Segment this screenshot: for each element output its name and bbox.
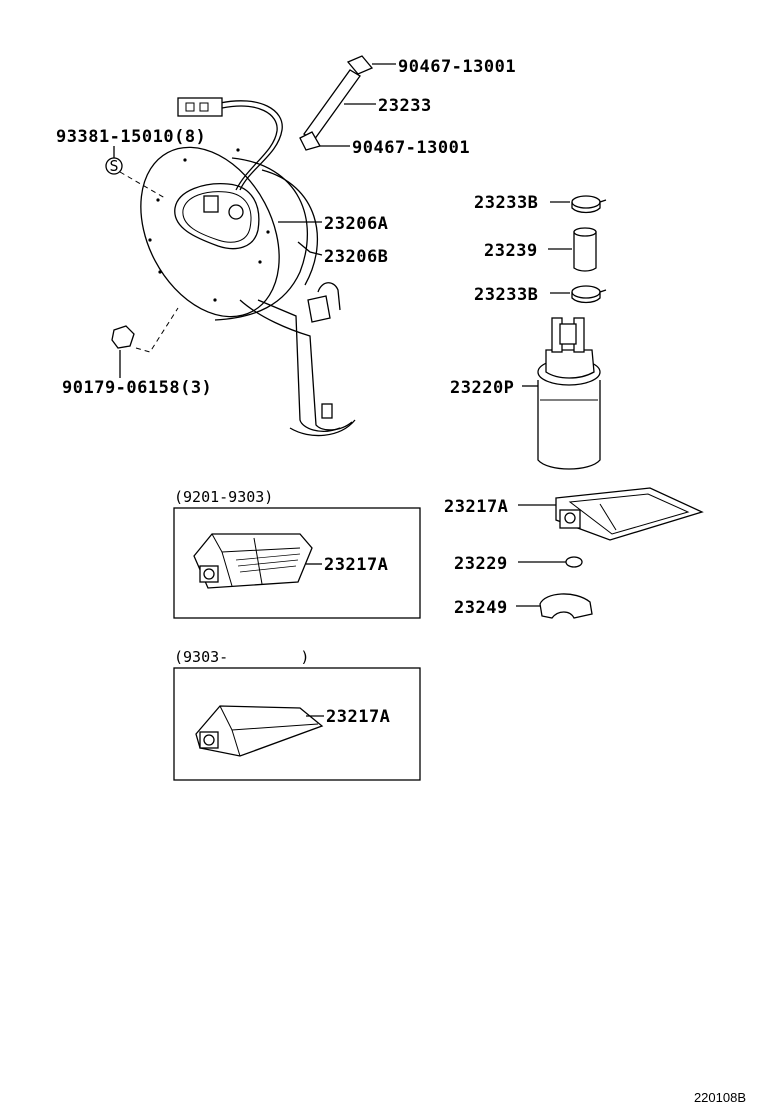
hose-group <box>299 55 396 151</box>
tank-plate-seat <box>174 183 260 250</box>
label-clip-top: 90467-13001 <box>398 57 516 77</box>
label-nut: 90179-06158(3) <box>62 378 212 398</box>
box2-frame <box>173 667 421 781</box>
wire-harness <box>219 100 283 191</box>
tank-plate-rim <box>214 157 308 321</box>
screw-symbol: S <box>109 157 118 175</box>
clamp-lower-icon <box>571 285 601 299</box>
cushion-icon <box>565 556 583 568</box>
label-filter-box1: 23217A <box>324 555 388 575</box>
nut-icon <box>111 325 135 349</box>
bracket-connector <box>307 295 331 323</box>
plate-bolt-holes <box>148 148 270 302</box>
label-sleeve: 23239 <box>484 241 538 261</box>
right-parts <box>516 195 704 619</box>
label-clip-mid: 90467-13001 <box>352 138 470 158</box>
tank-plate-rim-inner <box>261 169 319 286</box>
label-hose: 23233 <box>378 96 432 116</box>
label-pump: 23220P <box>450 378 514 398</box>
gasket-b-leader <box>297 241 323 256</box>
retainer-icon <box>539 593 593 619</box>
plate-connector <box>203 195 219 213</box>
plate-outlet <box>228 204 244 220</box>
tank-plate-seat-inner <box>182 191 252 243</box>
clamp-upper-icon <box>571 195 601 209</box>
bracket-wire <box>317 282 341 311</box>
box1-frame <box>173 507 421 619</box>
label-filter-box2: 23217A <box>326 707 390 727</box>
figure-ref: 220108B <box>694 1090 746 1105</box>
box1-range: (9201-9303) <box>174 488 273 506</box>
filter-main-icon <box>555 487 704 541</box>
bracket-foot <box>289 419 356 437</box>
clip-top-icon <box>346 55 374 75</box>
label-gasket-b: 23206B <box>324 247 388 267</box>
fuel-pump-icon <box>537 317 601 470</box>
label-screw: 93381-15010(8) <box>56 127 206 147</box>
label-cushion: 23229 <box>454 554 508 574</box>
filter-box1-icon <box>193 533 313 589</box>
sleeve-icon <box>573 231 597 272</box>
label-filter-main: 23217A <box>444 497 508 517</box>
label-clamp-upper: 23233B <box>474 193 538 213</box>
bracket-clip <box>321 403 333 419</box>
hose-icon <box>303 69 361 141</box>
box-9303 <box>173 667 421 781</box>
box-9201-9303 <box>173 507 421 619</box>
nut-leader <box>135 307 179 353</box>
label-retainer: 23249 <box>454 598 508 618</box>
label-gasket-a: 23206A <box>324 214 388 234</box>
box2-range: (9303- ) <box>174 648 309 666</box>
filter-box2-icon <box>195 705 324 757</box>
label-clamp-lower: 23233B <box>474 285 538 305</box>
wire-harness-2 <box>221 105 278 191</box>
pump-bracket-assembly: S <box>105 97 356 437</box>
bracket-arm-inner <box>257 299 341 432</box>
